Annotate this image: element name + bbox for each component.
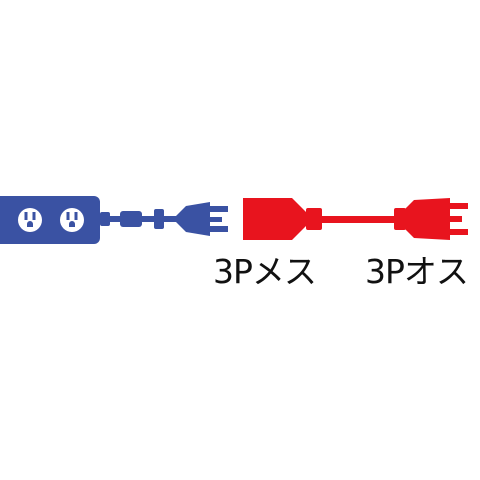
male-plug-red — [394, 198, 468, 240]
plug-body-blue — [176, 202, 210, 236]
red-plug-ground-pin — [450, 216, 462, 222]
plug-prong-bottom — [210, 226, 228, 232]
strip-cable-bushing — [100, 212, 110, 226]
red-plug-collar — [394, 208, 406, 230]
power-strip-body — [0, 196, 100, 244]
outlet-right-slots — [66, 212, 78, 227]
cable-ring-2 — [154, 209, 164, 229]
label-3p-female: 3Pメス — [213, 252, 317, 291]
red-cable — [320, 216, 400, 223]
outlet-right — [60, 208, 84, 232]
plug-prong-top — [210, 206, 228, 212]
male-plug-icon — [176, 202, 228, 236]
red-plug-body — [404, 198, 450, 240]
red-plug-prong-top — [450, 203, 468, 209]
female-connector-body — [243, 198, 306, 240]
outlet-left — [18, 208, 42, 232]
red-plug-prong-bottom — [450, 229, 468, 235]
female-connector-collar — [306, 208, 322, 230]
outlet-left-slots — [24, 212, 36, 227]
cable-ring-1 — [120, 211, 142, 227]
power-strip-icon — [0, 196, 182, 244]
female-connector-icon — [243, 198, 322, 240]
plug-ground-pin — [210, 217, 222, 222]
label-3p-male: 3Pオス — [365, 252, 469, 291]
